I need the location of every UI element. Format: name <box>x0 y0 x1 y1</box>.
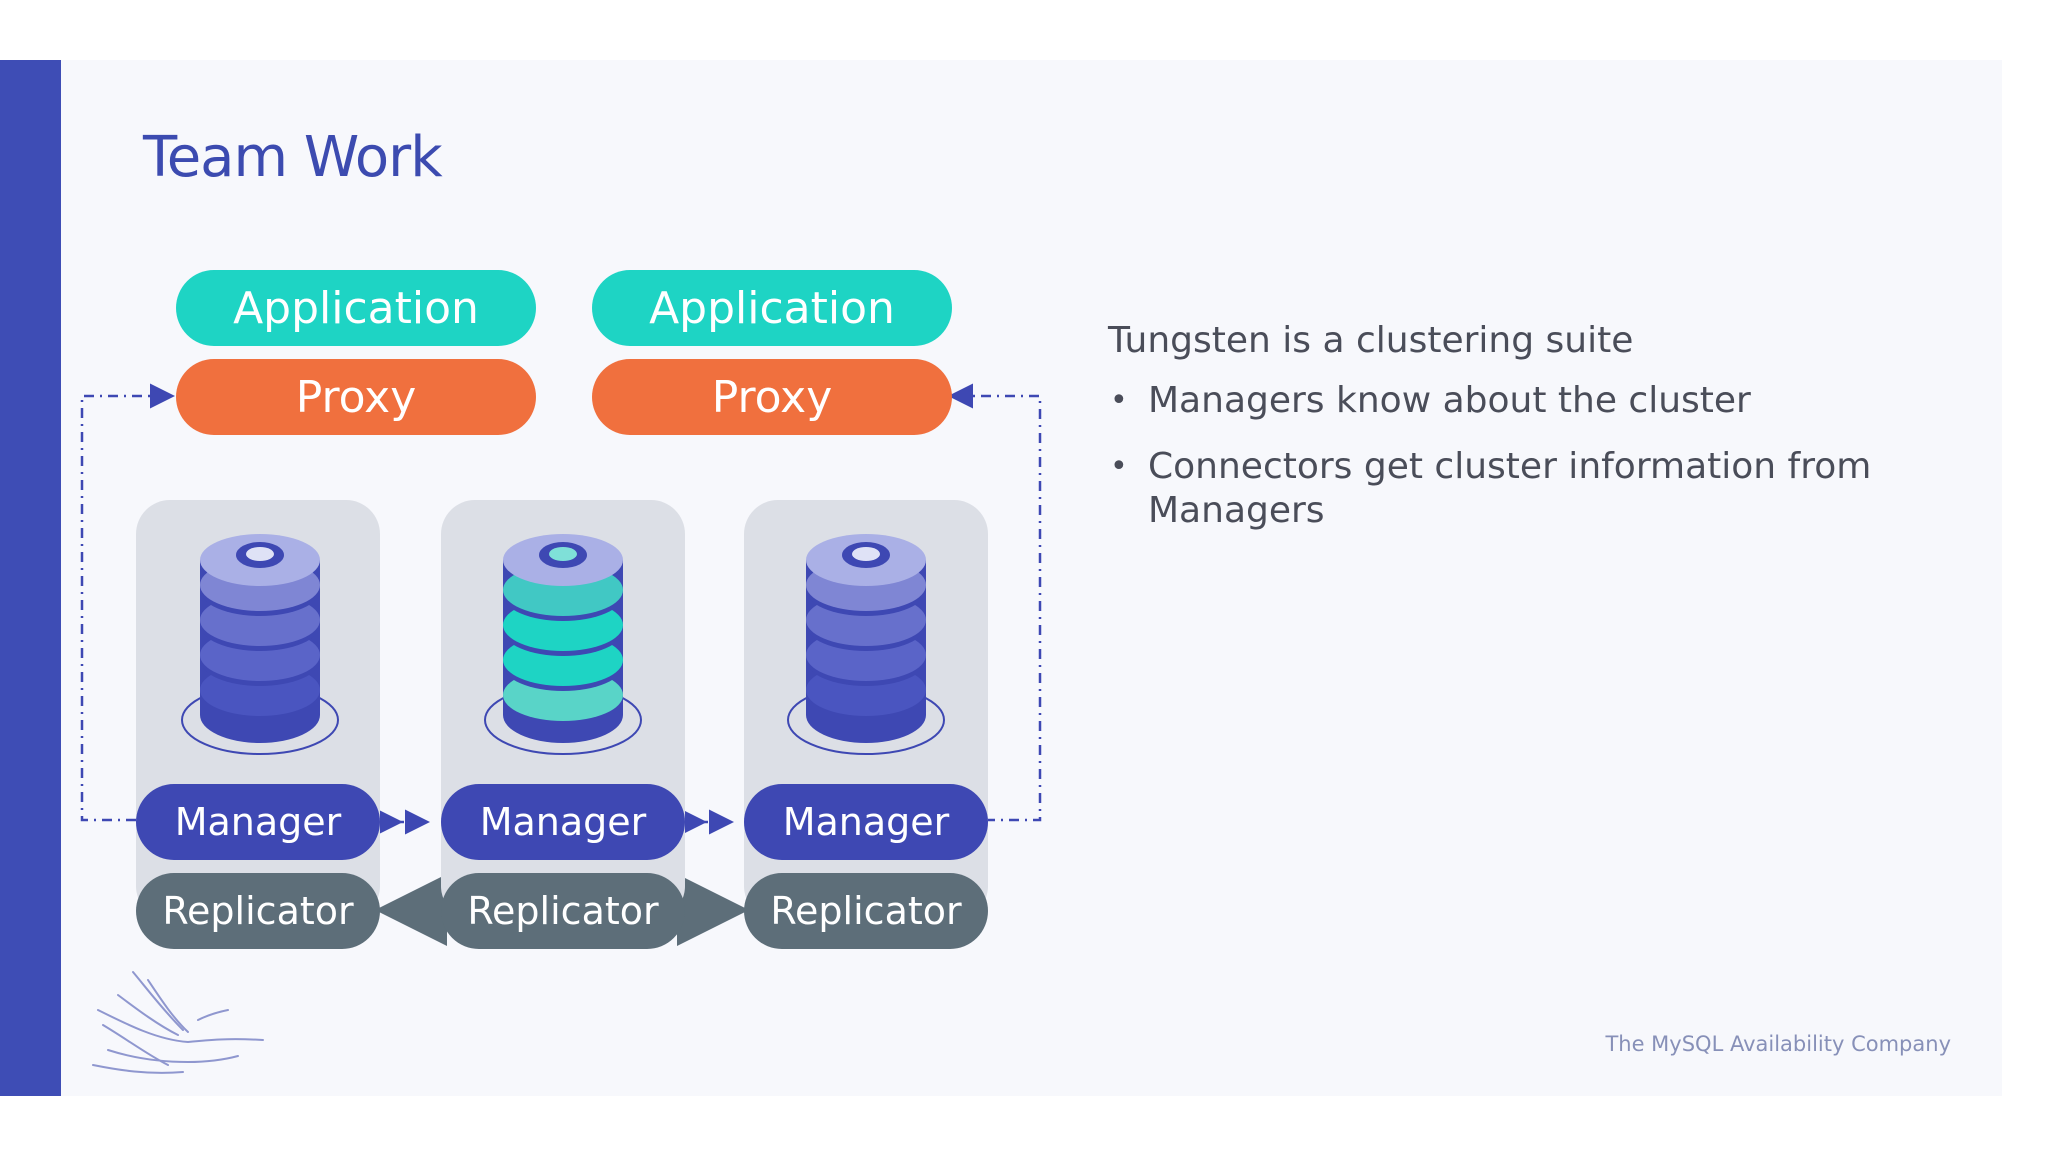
application-pill-2: Application <box>592 270 952 346</box>
bullet-glyph: • <box>1110 383 1128 418</box>
replicator-pill-3: Replicator <box>744 873 988 949</box>
bullet-glyph: • <box>1110 449 1128 484</box>
database-icon <box>175 510 345 760</box>
slide-body-text: Tungsten is a clustering suite • Managers… <box>1108 320 1928 555</box>
proxy-pill-2: Proxy <box>592 359 952 435</box>
database-icon <box>478 510 648 760</box>
manager-pill-1: Manager <box>136 784 380 860</box>
replicator-pill-2: Replicator <box>441 873 685 949</box>
bullet-item: • Managers know about the cluster <box>1108 379 1928 423</box>
intro-text: Tungsten is a clustering suite <box>1108 320 1634 361</box>
bullet-list: • Managers know about the cluster • Connec… <box>1108 379 1928 533</box>
proxy-pill-1: Proxy <box>176 359 536 435</box>
bird-logo-icon <box>88 970 268 1080</box>
footer-tagline: The MySQL Availability Company <box>1605 1032 1951 1056</box>
accent-side-bar <box>0 60 61 1096</box>
replicator-pill-1: Replicator <box>136 873 380 949</box>
bullet-text: Managers know about the cluster <box>1148 380 1751 421</box>
bullet-item: • Connectors get cluster information from… <box>1108 445 1928 533</box>
manager-pill-3: Manager <box>744 784 988 860</box>
bullet-text: Connectors get cluster information from … <box>1148 446 1872 531</box>
slide-title: Team Work <box>143 125 443 190</box>
application-pill-1: Application <box>176 270 536 346</box>
manager-pill-2: Manager <box>441 784 685 860</box>
database-icon <box>781 510 951 760</box>
